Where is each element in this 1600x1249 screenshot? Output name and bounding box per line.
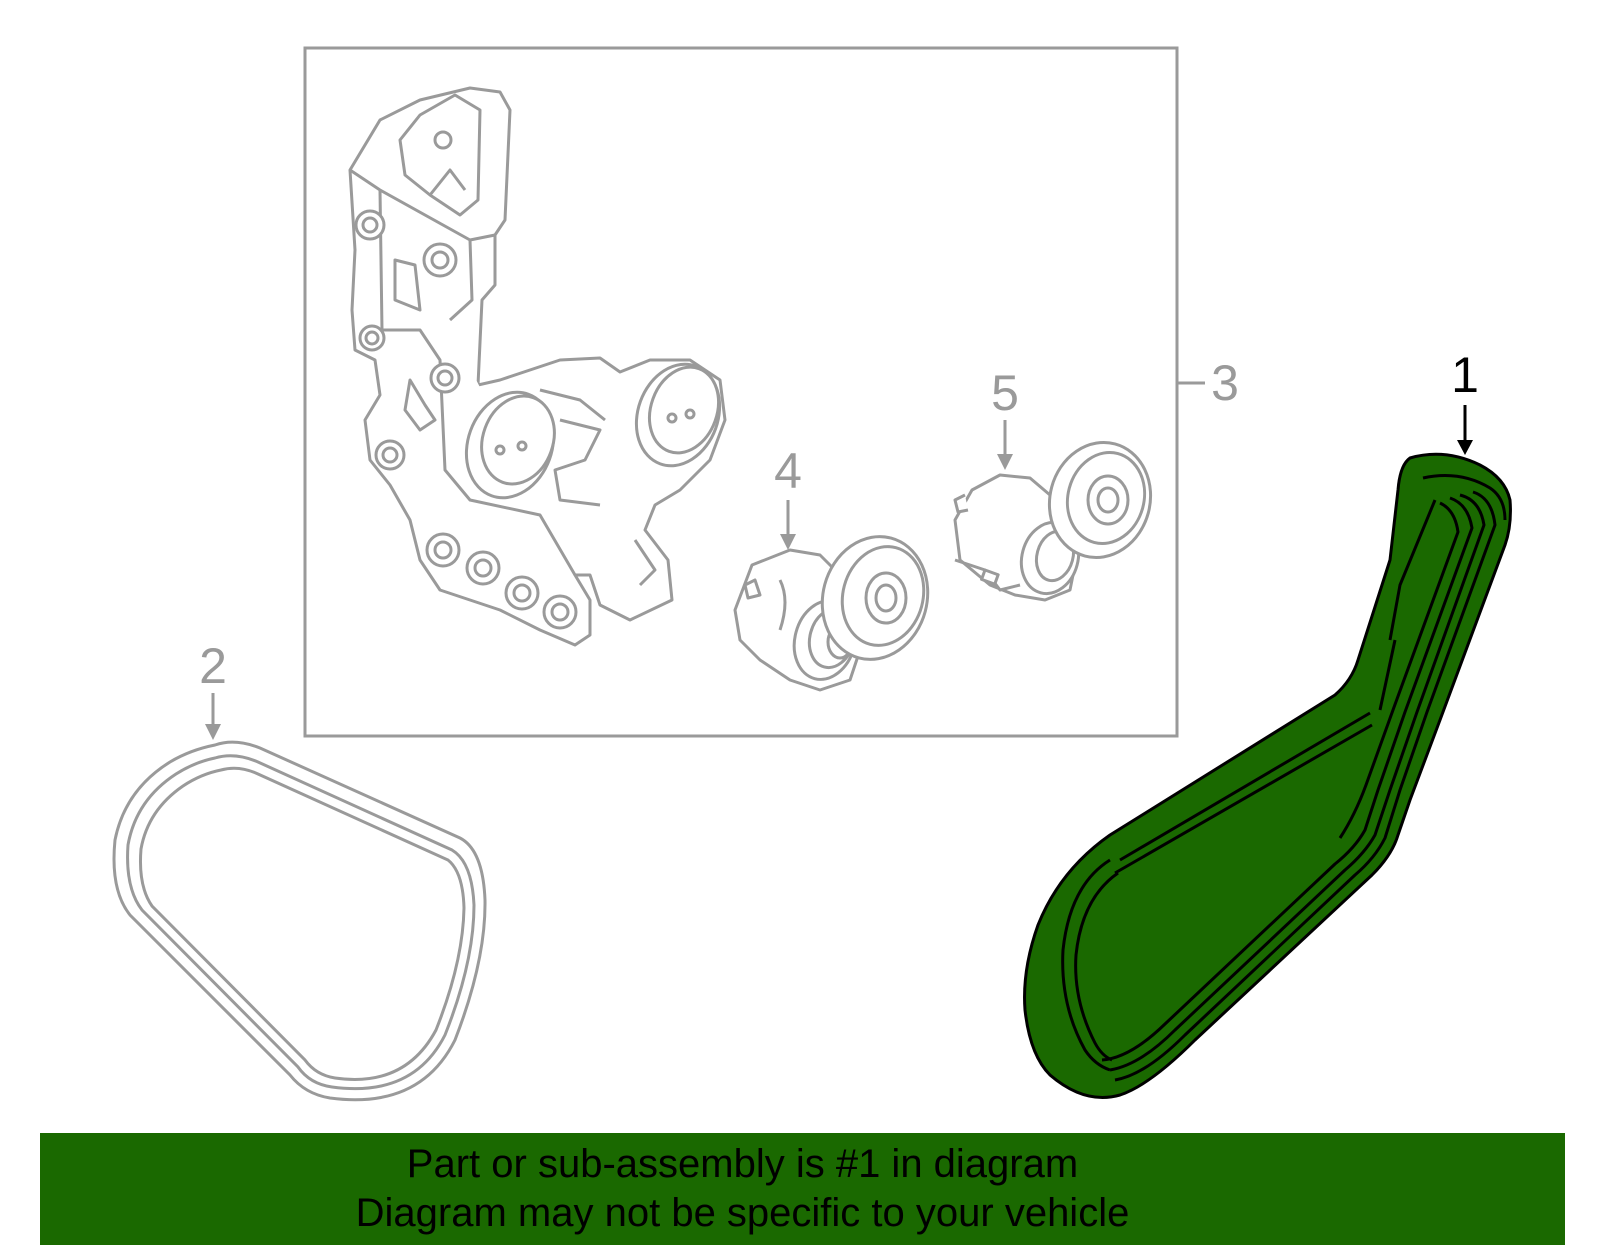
callout-2: 2 (199, 638, 227, 694)
belt-tensioner-5 (953, 441, 1153, 602)
belt-1-body (1023, 452, 1512, 1099)
callout-5: 5 (991, 365, 1019, 421)
callout-1: 1 (1451, 347, 1479, 403)
assembly-box (303, 46, 1179, 738)
belt-part-2 (112, 740, 487, 1102)
info-banner: Part or sub-assembly is #1 in diagram Di… (40, 1133, 1565, 1245)
accessory-bracket (348, 86, 727, 647)
callout-4: 4 (774, 443, 802, 499)
belt-tensioner-4 (733, 535, 930, 692)
banner-line-2: Diagram may not be specific to your vehi… (355, 1191, 1130, 1235)
info-banner-bg (40, 1133, 1565, 1245)
callout-leaders (205, 381, 1473, 740)
banner-line-1: Part or sub-assembly is #1 in diagram (406, 1142, 1079, 1186)
belt-part-1 (1023, 452, 1512, 1099)
callout-3: 3 (1211, 355, 1239, 411)
